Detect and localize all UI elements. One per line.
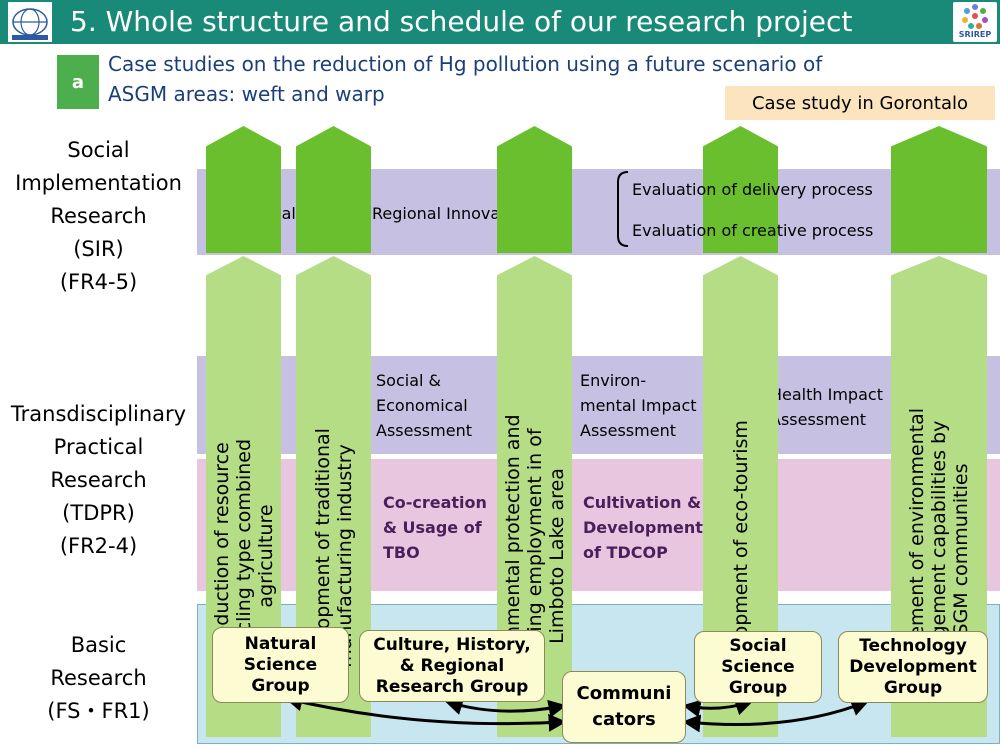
delivery-process-text: Evaluation of delivery process: [632, 180, 873, 199]
sir-label-line: Implementation: [15, 171, 182, 195]
title-bar: [0, 0, 1000, 44]
university-logo-icon: [8, 2, 52, 42]
text-line: Science: [721, 656, 795, 677]
tdpr-label-line: Practical: [53, 435, 144, 459]
basic-label: Basic Research (FS・FR1): [0, 629, 197, 728]
text-line: Development: [583, 518, 703, 537]
text-line: Research Group: [375, 676, 529, 697]
text-line: Social &: [376, 371, 441, 390]
text-line: Group: [883, 677, 943, 698]
slide-title: 5. Whole structure and schedule of our r…: [70, 5, 853, 38]
text-line: Economical: [376, 396, 468, 415]
natural-science-group: Natural Science Group: [212, 627, 349, 703]
text-line: cators: [592, 709, 656, 730]
tdpr-label-line: Research: [50, 468, 147, 492]
tdpr-label-line: (TDPR): [62, 501, 135, 525]
text-line: TBO: [383, 543, 420, 562]
column-top-arrow: [703, 126, 778, 253]
project-logo-icon: [953, 2, 997, 42]
text-line: Science: [243, 654, 318, 675]
health-impact-assessment: Health Impact Assessment: [770, 382, 883, 432]
sir-label-line: (SIR): [73, 237, 124, 261]
case-study-label: Case study in Gorontalo: [725, 86, 995, 120]
project-logo-text: SRIREP: [958, 30, 992, 39]
cocreation-text: Co-creation & Usage of TBO: [383, 490, 487, 565]
text-line: Group: [251, 675, 310, 696]
basic-label-line: (FS・FR1): [47, 699, 150, 723]
sir-label: Social Implementation Research (SIR) (FR…: [0, 134, 197, 299]
column-top-arrow: [206, 126, 281, 253]
text-line: Assessment: [770, 410, 866, 429]
text-line: Development: [849, 656, 977, 677]
text-line: Cultivation &: [583, 493, 702, 512]
text-line: mental Impact: [580, 396, 697, 415]
tdpr-label-line: Transdisciplinary: [10, 402, 187, 426]
subtitle-line-1: Case studies on the reduction of Hg poll…: [108, 52, 823, 76]
basic-label-line: Basic: [70, 633, 127, 657]
column-top-arrow: [891, 126, 987, 253]
subtitle-line-2: ASGM areas: weft and warp: [108, 82, 385, 106]
environmental-impact-assessment: Environ- mental Impact Assessment: [580, 368, 697, 443]
creative-process-text: Evaluation of creative process: [632, 221, 874, 240]
tdpr-label: Transdisciplinary Practical Research (TD…: [0, 398, 197, 563]
technology-development-group: Technology Development Group: [838, 631, 988, 703]
culture-history-group: Culture, History, & Regional Research Gr…: [359, 630, 545, 702]
text-line: of TDCOP: [583, 543, 668, 562]
text-line: Health Impact: [770, 385, 883, 404]
cultivation-text: Cultivation & Development of TDCOP: [583, 490, 703, 565]
social-science-group: Social Science Group: [694, 631, 822, 703]
text-line: Group: [728, 677, 788, 698]
column-top-arrow: [296, 126, 371, 253]
text-line: Technology: [859, 635, 967, 656]
text-line: Communi: [576, 683, 672, 704]
sir-label-line: Research: [50, 204, 147, 228]
text-line: Co-creation: [383, 493, 487, 512]
sir-label-line: Social: [67, 138, 130, 162]
text-line: Social: [729, 635, 787, 656]
text-line: Natural: [244, 633, 317, 654]
text-line: Environ-: [580, 371, 647, 390]
text-line: Assessment: [376, 421, 472, 440]
sir-label-line: (FR4-5): [59, 270, 138, 294]
text-line: Assessment: [580, 421, 676, 440]
basic-label-line: Research: [50, 666, 147, 690]
column-top-arrow: [497, 126, 572, 253]
section-badge: a: [57, 55, 99, 109]
tdpr-label-line: (FR2-4): [59, 534, 138, 558]
text-line: Culture, History,: [373, 634, 531, 655]
left-brace-icon: [617, 171, 629, 247]
text-line: & Usage of: [383, 518, 482, 537]
text-line: & Regional: [399, 655, 505, 676]
communicators-box: Communi cators: [562, 671, 686, 743]
social-economical-assessment: Social & Economical Assessment: [376, 368, 472, 443]
